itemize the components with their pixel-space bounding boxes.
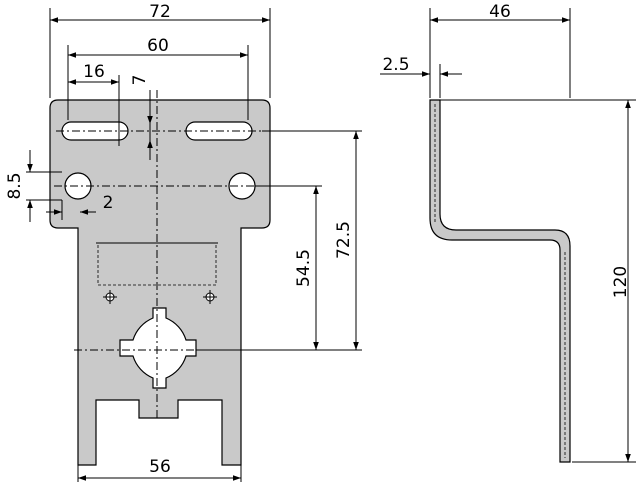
dim-hole-height: 8.5 (5, 172, 25, 199)
bracket-plate (49, 99, 271, 466)
small-holes (103, 290, 217, 304)
dim-hole-offset: 2 (103, 193, 114, 213)
dim-lower-width: 56 (149, 457, 171, 477)
dim-thickness: 2.5 (382, 55, 409, 75)
dim-slot-spacing: 60 (147, 36, 169, 56)
dim-height-to-slot: 72.5 (334, 221, 354, 259)
dim-slot-offset: 7 (130, 75, 150, 86)
dim-overall-width: 72 (149, 2, 171, 22)
dim-overall-depth: 46 (489, 2, 511, 22)
keyed-hole (119, 307, 197, 389)
front-view: 72 60 16 7 8.5 2 56 54.5 72.5 (5, 2, 362, 482)
bracket-profile (429, 99, 571, 463)
dim-height-to-hole: 54.5 (294, 249, 314, 287)
dim-slot-length: 16 (83, 62, 105, 82)
dim-overall-height: 120 (611, 266, 631, 298)
side-view: 46 2.5 120 (380, 2, 636, 463)
